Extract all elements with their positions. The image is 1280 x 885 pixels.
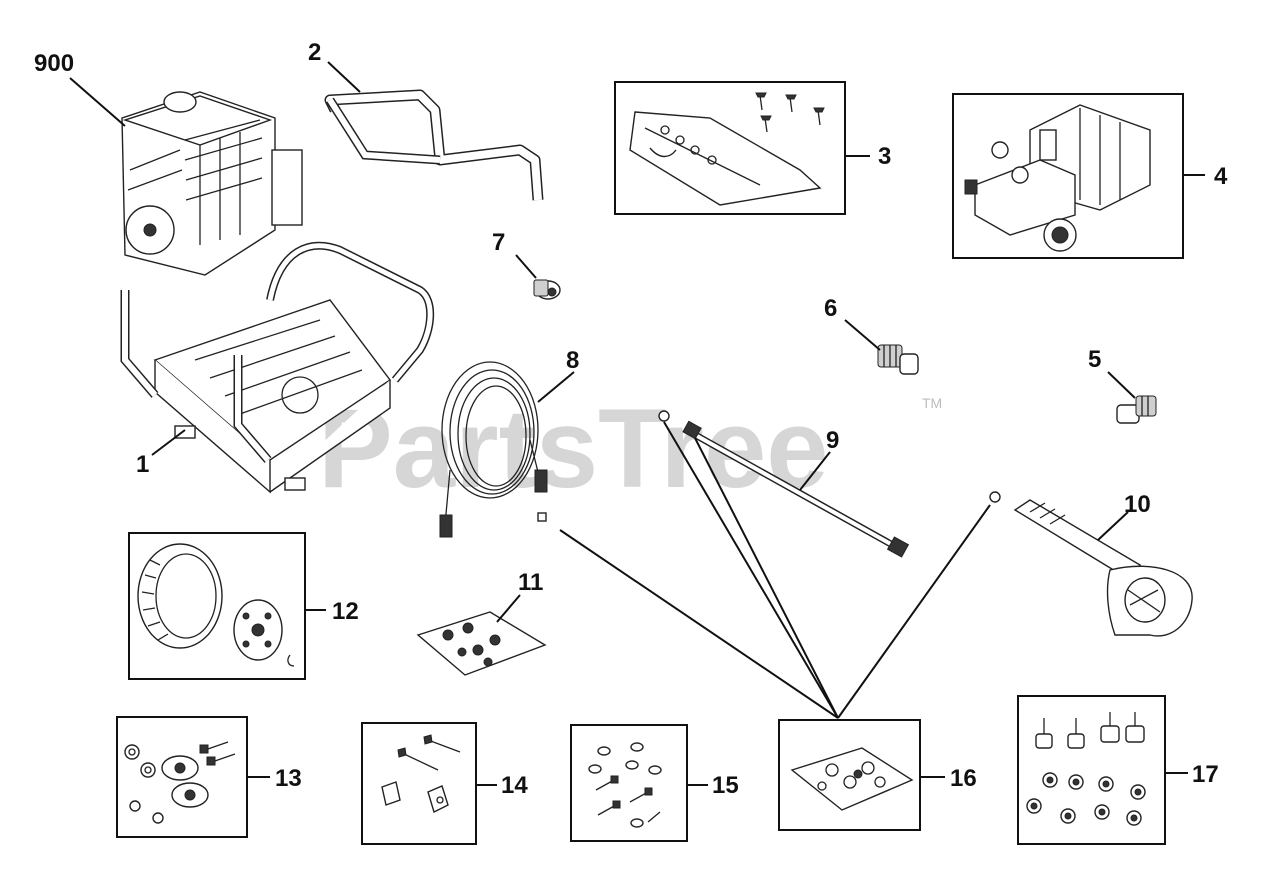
hardware-kit-icon[interactable] (381, 734, 461, 813)
fitting-icon[interactable] (1116, 395, 1157, 424)
callout-10[interactable]: 10 (1124, 491, 1151, 518)
leader-line (69, 77, 126, 127)
leader-line (537, 371, 575, 403)
leader-line (799, 451, 831, 491)
leader-line (1097, 511, 1129, 541)
callout-15[interactable]: 15 (712, 772, 739, 799)
callout-14[interactable]: 14 (501, 772, 528, 799)
leader-line (515, 254, 537, 279)
hardware-kit-icon[interactable] (416, 611, 547, 676)
fitting-icon[interactable] (533, 279, 561, 300)
handle-icon[interactable] (324, 89, 544, 201)
callout-3[interactable]: 3 (878, 143, 891, 170)
callout-900[interactable]: 900 (34, 50, 74, 77)
o-ring-leader-lines (559, 421, 991, 719)
callout-8[interactable]: 8 (566, 347, 579, 374)
callout-17[interactable]: 17 (1192, 761, 1219, 788)
o-ring-kit-icon[interactable] (790, 747, 914, 811)
callout-16[interactable]: 16 (950, 765, 977, 792)
hardware-kit-icon[interactable] (124, 741, 236, 824)
callout-11[interactable]: 11 (518, 569, 543, 596)
isolator-kit-icon[interactable] (1026, 712, 1146, 826)
callout-6[interactable]: 6 (824, 295, 837, 322)
watermark-tm: TM (922, 395, 942, 411)
part-box-17 (1017, 695, 1166, 845)
frame-base-icon[interactable] (120, 241, 435, 494)
fitting-icon[interactable] (877, 344, 919, 375)
callout-4[interactable]: 4 (1214, 163, 1228, 190)
callout-1[interactable]: 1 (136, 451, 149, 478)
leader-line (496, 594, 521, 623)
callout-7[interactable]: 7 (492, 229, 505, 256)
callout-2[interactable]: 2 (308, 39, 321, 66)
watermark: PartsTree (318, 386, 829, 511)
callout-13[interactable]: 13 (275, 765, 302, 792)
leader-line (151, 429, 186, 456)
callout-9[interactable]: 9 (826, 427, 839, 454)
part-box-14 (361, 722, 477, 845)
hose-icon[interactable] (439, 361, 548, 538)
leader-line (844, 319, 881, 351)
engine-icon[interactable] (121, 91, 303, 276)
part-box-15 (570, 724, 688, 842)
callout-5[interactable]: 5 (1088, 346, 1101, 373)
hardware-kit-icon[interactable] (588, 742, 662, 828)
lance-icon[interactable] (658, 410, 910, 558)
shroud-kit-icon[interactable] (629, 92, 825, 206)
pump-icon[interactable] (964, 104, 1151, 252)
leader-line (1107, 371, 1136, 399)
spray-gun-icon[interactable] (989, 491, 1193, 637)
leader-line (327, 61, 361, 93)
callout-12[interactable]: 12 (332, 598, 359, 625)
wheel-kit-icon[interactable] (137, 543, 295, 667)
